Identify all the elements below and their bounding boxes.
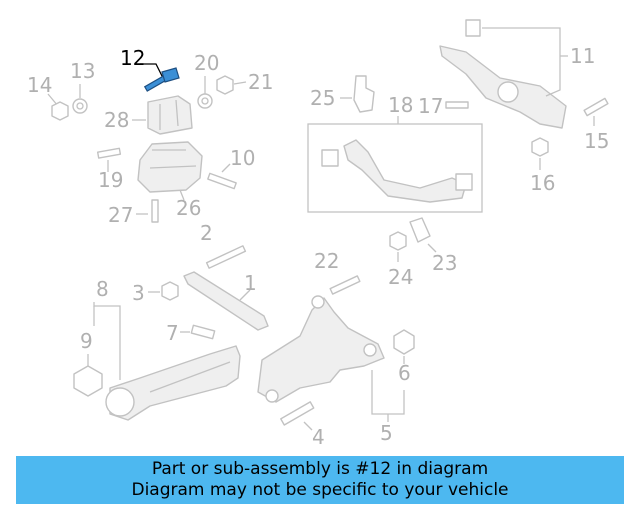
part-18-arm [321, 139, 473, 203]
callout-3[interactable]: 3 [132, 281, 145, 305]
part-14-nut [51, 101, 69, 121]
callout-4[interactable]: 4 [312, 425, 325, 449]
part-19-bolt [96, 147, 122, 159]
callout-17[interactable]: 17 [418, 94, 443, 118]
part-22-bolt [329, 275, 361, 295]
callout-11[interactable]: 11 [570, 44, 595, 68]
part-8-trailing-arm [105, 345, 241, 421]
part-18-frame [307, 123, 483, 213]
callout-13[interactable]: 13 [70, 59, 95, 83]
callout-20[interactable]: 20 [194, 51, 219, 75]
part-3-bushing [161, 281, 179, 301]
part-knuckle [257, 295, 385, 403]
callout-9[interactable]: 9 [80, 329, 93, 353]
part-25-bracket [353, 75, 375, 113]
callout-2[interactable]: 2 [200, 221, 213, 245]
info-banner: Part or sub-assembly is #12 in diagram D… [16, 456, 624, 504]
callout-27[interactable]: 27 [108, 203, 133, 227]
part-11-upper-arm [439, 19, 567, 129]
part-6-bushing [393, 329, 415, 355]
part-16-nut [531, 137, 549, 157]
banner-line-1: Part or sub-assembly is #12 in diagram [151, 459, 489, 479]
callout-8[interactable]: 8 [96, 277, 109, 301]
part-17-bolt [445, 101, 469, 109]
callout-28[interactable]: 28 [104, 108, 129, 132]
callout-22[interactable]: 22 [314, 249, 339, 273]
callout-19[interactable]: 19 [98, 168, 123, 192]
callout-1[interactable]: 1 [244, 271, 257, 295]
callout-15[interactable]: 15 [584, 129, 609, 153]
callout-10[interactable]: 10 [230, 146, 255, 170]
part-28-mount-cover [147, 95, 193, 135]
callout-6[interactable]: 6 [398, 361, 411, 385]
callout-14[interactable]: 14 [27, 73, 52, 97]
part-4-bolt [280, 401, 315, 426]
part-27-stud [151, 199, 159, 223]
part-20-washer [197, 93, 213, 109]
part-1-lateral-link [183, 271, 269, 331]
callout-18[interactable]: 18 [388, 93, 413, 117]
callout-25[interactable]: 25 [310, 86, 335, 110]
part-2-bolt [205, 245, 247, 269]
callout-26[interactable]: 26 [176, 196, 201, 220]
part-7-bolt [190, 324, 216, 340]
callout-23[interactable]: 23 [432, 251, 457, 275]
callout-5[interactable]: 5 [380, 421, 393, 445]
callout-12[interactable]: 12 [120, 46, 145, 70]
part-24-nut [389, 231, 407, 251]
callout-16[interactable]: 16 [530, 171, 555, 195]
part-21-nut [216, 75, 234, 95]
callout-24[interactable]: 24 [388, 265, 413, 289]
part-12-bolt[interactable] [140, 63, 180, 92]
banner-line-2: Diagram may not be specific to your vehi… [131, 480, 509, 500]
part-15-bolt [583, 97, 609, 117]
part-9-bushing [73, 365, 103, 397]
part-23-clip [409, 217, 431, 243]
part-13-washer [72, 98, 88, 114]
callout-7[interactable]: 7 [166, 321, 179, 345]
part-10-bolt [207, 172, 237, 190]
parts-diagram: 12 14 13 20 21 28 26 19 10 27 25 18 1 [27, 19, 609, 449]
callout-21[interactable]: 21 [248, 70, 273, 94]
